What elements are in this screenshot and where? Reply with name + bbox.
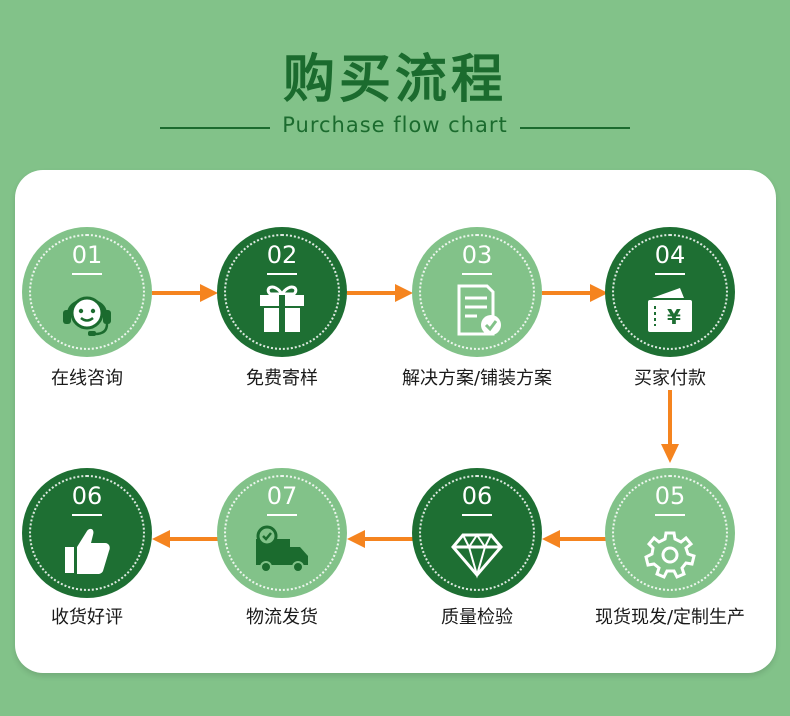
thumbs-up-icon	[65, 528, 110, 574]
step-number-underline	[462, 273, 492, 275]
step-buyer-payment: 04 ¥	[605, 227, 735, 357]
step-label: 解决方案/铺装方案	[401, 368, 553, 389]
step-number-underline	[655, 514, 685, 516]
document-check-icon	[457, 284, 501, 336]
arrow-left-1	[542, 530, 608, 548]
diamond-icon	[451, 533, 503, 579]
arrow-left-3	[152, 530, 218, 548]
step-number: 02	[266, 241, 298, 269]
arrow-left-2	[347, 530, 413, 548]
step-positive-review: 06	[22, 468, 152, 598]
headset-person-icon	[63, 296, 111, 336]
step-label: 现货现发/定制生产	[594, 607, 746, 628]
step-label: 免费寄样	[246, 368, 318, 389]
step-label: 买家付款	[634, 368, 706, 389]
subtitle-row: Purchase flow chart	[0, 113, 790, 143]
page-subtitle: Purchase flow chart	[282, 113, 508, 137]
step-logistics: 07	[217, 468, 347, 598]
arrow-right-3	[542, 284, 608, 302]
step-number-underline	[462, 514, 492, 516]
gear-icon	[644, 531, 696, 579]
delivery-truck-icon	[256, 525, 308, 573]
gift-box-icon	[260, 285, 304, 332]
page-title: 购买流程	[282, 50, 507, 110]
step-label: 在线咨询	[51, 368, 123, 389]
step-solution-plan: 03	[412, 227, 542, 357]
step-ring	[612, 475, 728, 591]
step-ring	[29, 234, 145, 350]
step-number-underline	[655, 273, 685, 275]
step-quality-check: 06	[412, 468, 542, 598]
step-online-consult: 01	[22, 227, 152, 357]
svg-text:¥: ¥	[667, 305, 681, 329]
step-number: 07	[266, 482, 298, 510]
arrow-down	[661, 390, 679, 463]
step-ring	[29, 475, 145, 591]
step-label: 质量检验	[441, 607, 513, 628]
step-number-underline	[72, 514, 102, 516]
arrow-right-2	[347, 284, 413, 302]
step-number-underline	[72, 273, 102, 275]
step-ring	[612, 234, 728, 350]
step-number: 03	[461, 241, 493, 269]
step-number: 04	[654, 241, 686, 269]
step-production: 05	[605, 468, 735, 598]
step-ring	[419, 234, 535, 350]
step-label: 收货好评	[51, 607, 123, 628]
step-ring	[224, 234, 340, 350]
step-label: 物流发货	[246, 607, 318, 628]
step-ring	[224, 475, 340, 591]
step-ring	[419, 475, 535, 591]
step-number: 06	[461, 482, 493, 510]
step-number: 05	[654, 482, 686, 510]
step-number-underline	[267, 273, 297, 275]
arrow-right-1	[152, 284, 218, 302]
step-number: 06	[71, 482, 103, 510]
step-free-sample: 02	[217, 227, 347, 357]
subtitle-divider-left	[160, 127, 270, 129]
subtitle-divider-right	[520, 127, 630, 129]
step-number-underline	[267, 514, 297, 516]
step-number: 01	[71, 241, 103, 269]
yen-payment-icon: ¥	[648, 288, 692, 332]
